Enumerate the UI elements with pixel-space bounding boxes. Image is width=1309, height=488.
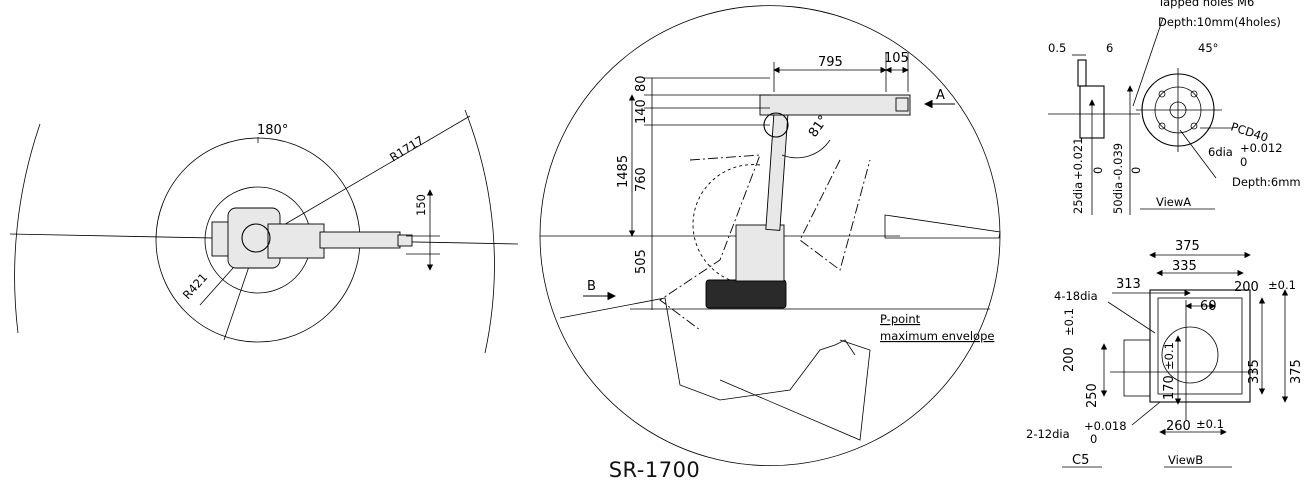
dashed-envelope-1: [659, 154, 761, 331]
arrow-a-label: A: [936, 88, 945, 103]
angle-45-label: 45°: [1198, 41, 1218, 55]
tapped-hole-1: [1158, 90, 1166, 98]
dim-375-right-label: 375: [1289, 359, 1304, 384]
dim-6-label: 6: [1106, 41, 1113, 55]
view-b-caption: ViewB: [1168, 453, 1203, 467]
dim-505-label: 505: [634, 249, 649, 274]
dim-795-label: 795: [818, 55, 843, 70]
side-turret: [735, 224, 785, 282]
dim-1485-label: 1485: [616, 155, 631, 188]
dim-375-top-label: 375: [1175, 239, 1200, 254]
angle-label: 180°: [257, 123, 288, 138]
holes-18-label: 4-18dia: [1054, 289, 1098, 303]
dia-50-label: 50dia: [1111, 182, 1125, 214]
depth-10-label: Depth:10mm(4holes): [1158, 15, 1281, 29]
dim-05-label: 0.5: [1048, 41, 1066, 55]
dim-200-right-label: 200: [1234, 280, 1259, 295]
dim-335-top-label: 335: [1172, 259, 1197, 274]
hole-6-leader: [1179, 129, 1217, 179]
tol-zero-b-label: 0: [1091, 167, 1105, 174]
holes-12-leader: [1131, 401, 1161, 426]
dim-80-label: 80: [634, 75, 649, 92]
dim-170-label: 170: [1162, 375, 1177, 400]
tol-pm01-a-label: ±0.1: [1268, 278, 1296, 292]
top-wrist: [397, 234, 413, 247]
right-envelope-line: [884, 214, 1001, 239]
dia-25-label: 25dia: [1071, 182, 1085, 214]
hole-6dia-label: 6dia: [1208, 145, 1233, 159]
tapped-holes-label: Tapped holes M6: [1157, 0, 1254, 9]
base-center-circle: [1161, 326, 1219, 384]
dim-760-label: 760: [634, 167, 649, 192]
flange-tip: [1077, 59, 1087, 87]
dim-200-left-label: 200: [1062, 347, 1077, 372]
top-view: 150 180° R1717 R421: [9, 109, 519, 354]
tol-0018-label: +0.018: [1084, 419, 1127, 433]
top-arm: [319, 231, 401, 249]
outer-reach-arc-right: [464, 109, 495, 354]
max-envelope-label: maximum envelope: [880, 329, 994, 343]
base-side-block: [1123, 339, 1151, 397]
reach-radius-label: R1717: [387, 133, 426, 165]
top-joint: [241, 223, 271, 253]
tol-0039-label: -0.039: [1111, 143, 1125, 180]
tapped-hole-3: [1158, 122, 1166, 130]
inner-radius-label: R421: [180, 270, 210, 302]
dim-260-label: 260: [1166, 419, 1191, 434]
lower-envelope-2: [719, 339, 871, 441]
outer-reach-arc: [14, 123, 41, 334]
chamfer-label: C5: [1072, 453, 1089, 468]
offset-label: 150: [414, 194, 428, 216]
envelope-circle: [539, 19, 1001, 467]
tol-pm01-b-label: ±0.1: [1062, 308, 1076, 336]
depth-6-label: Depth:6mm: [1232, 175, 1301, 189]
dim-140-label: 140: [634, 99, 649, 124]
tol-pm01-c-label: ±0.1: [1162, 342, 1176, 370]
base-plate-inner: [1157, 297, 1243, 395]
p-point-label: P-point: [880, 312, 921, 326]
envelope-circle-right: [689, 5, 1001, 236]
tapped-hole-2: [1190, 90, 1198, 98]
view-a-caption: ViewA: [1156, 195, 1191, 209]
side-base: [705, 279, 787, 309]
tol-pm01-d-label: ±0.1: [1196, 417, 1224, 431]
tapped-hole-4: [1190, 122, 1198, 130]
holes-12-label: 2-12dia: [1026, 427, 1070, 441]
view-a: Tapped holes M6 Depth:10mm(4holes) 0.5 6…: [1048, 0, 1301, 215]
model-title: SR-1700: [608, 458, 701, 482]
tol-zero-c-label: 0: [1129, 167, 1143, 174]
tol-zero-d-label: 0: [1090, 432, 1097, 446]
tol-zero-a-label: 0: [1240, 155, 1247, 169]
angle-81-arc: [781, 139, 831, 159]
side-view: 795 105 80 140 1485 760 505 81° A B P-po…: [539, 5, 1001, 467]
lower-envelope: [559, 297, 856, 401]
dotted-arc: [692, 164, 761, 281]
dim-313-label: 313: [1116, 277, 1141, 292]
top-shoulder: [267, 223, 325, 259]
angle-81-label: 81°: [806, 113, 832, 140]
side-upper-arm: [759, 94, 911, 116]
tol-0021-label: +0.021: [1071, 137, 1085, 180]
side-lower-arm: [765, 109, 789, 231]
radius-1717-line: [257, 115, 471, 241]
holes-18-leader: [1107, 301, 1156, 334]
tol-0012-label: +0.012: [1240, 141, 1283, 155]
dim-105-label: 105: [884, 51, 909, 66]
dim-250-label: 250: [1085, 383, 1100, 408]
dashed-envelope-2: [799, 159, 871, 271]
view-b: 375 335 313 200 ±0.1 4-18dia 60 ±0.1 200…: [1026, 239, 1304, 468]
dim-60-label: 60: [1200, 299, 1217, 314]
arrow-b-label: B: [587, 279, 596, 294]
tapped-leader: [1132, 17, 1164, 107]
dim-335-right-label: 335: [1247, 359, 1262, 384]
side-wrist: [895, 97, 909, 112]
